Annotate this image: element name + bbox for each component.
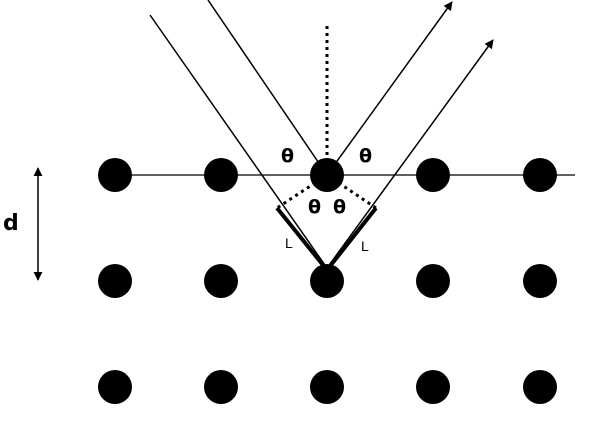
- atom: [310, 264, 344, 298]
- atom: [416, 158, 450, 192]
- atom: [523, 158, 557, 192]
- atom: [204, 264, 238, 298]
- path-length-label-left: L: [285, 235, 293, 251]
- atom: [204, 158, 238, 192]
- theta-label-lower-left: θ: [308, 196, 321, 218]
- atom: [204, 370, 238, 404]
- reflected-ray-top-plane: [326, 1, 453, 176]
- path-length-label-right: L: [361, 238, 369, 254]
- atom: [310, 158, 344, 192]
- atom: [523, 264, 557, 298]
- incident-ray-right: [207, 0, 328, 176]
- theta-label-incident: θ: [281, 145, 294, 167]
- path-difference-segment-left: [275, 206, 329, 272]
- atom: [523, 370, 557, 404]
- theta-label-reflected: θ: [359, 145, 372, 167]
- incident-ray-left: [149, 14, 328, 269]
- spacing-label: d: [3, 211, 19, 236]
- atom: [98, 264, 132, 298]
- atom: [310, 370, 344, 404]
- path-difference-segment-right: [325, 206, 378, 272]
- atom: [416, 370, 450, 404]
- theta-label-lower-right: θ: [333, 196, 346, 218]
- atom: [416, 264, 450, 298]
- atom: [98, 158, 132, 192]
- atom: [98, 370, 132, 404]
- reflected-ray-second-plane: [326, 39, 494, 269]
